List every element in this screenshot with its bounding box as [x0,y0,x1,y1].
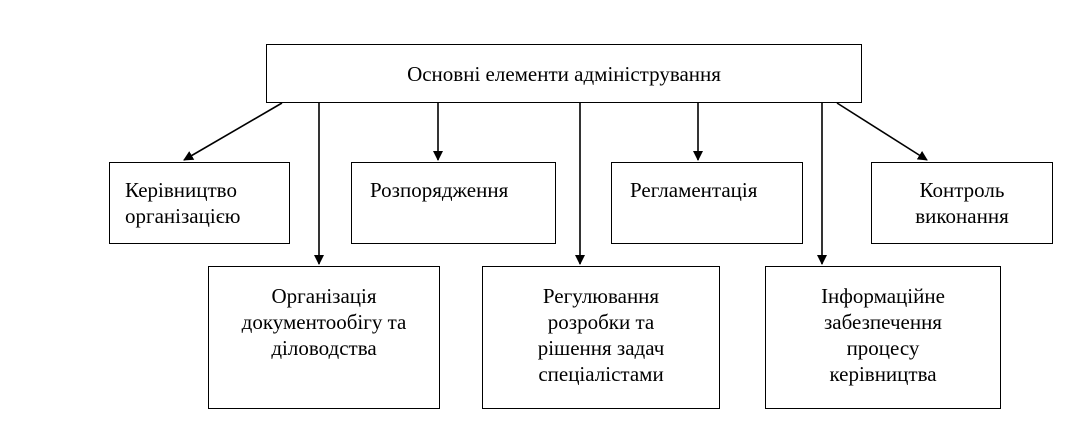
node-tasks-line-4: спеціалістами [538,362,664,386]
node-docflow-line-2: документообігу та [241,310,407,334]
node-control: Контроль виконання [871,162,1053,244]
node-regulation: Регламентація [611,162,803,244]
arrow-to-management [183,102,283,161]
node-orders: Розпорядження [351,162,556,244]
node-control-line-2: виконання [915,204,1009,228]
node-control-line-1: Контроль [919,178,1005,202]
node-info: Інформаційне забезпечення процесу керівн… [765,266,1001,409]
node-management: Керівництво організацією [109,162,290,244]
node-docflow-line-1: Організація [271,284,377,308]
node-tasks: Регулювання розробки та рішення задач сп… [482,266,720,409]
node-management-line-2: організацією [125,204,241,228]
node-info-line-4: керівництва [829,362,937,386]
node-info-line-3: процесу [846,336,920,360]
root-node: Основні елементи адміністрування [266,44,862,103]
node-management-line-1: Керівництво [125,178,237,202]
node-docflow-line-3: діловодства [271,336,377,360]
arrow-to-control [836,102,928,161]
node-tasks-line-3: рішення задач [537,336,665,360]
node-info-line-1: Інформаційне [821,284,945,308]
node-tasks-line-1: Регулювання [542,284,660,308]
node-orders-line-1: Розпорядження [370,178,509,202]
node-tasks-line-2: розробки та [547,310,655,334]
node-info-line-2: забезпечення [824,310,942,334]
node-docflow: Організація документообігу та діловодств… [208,266,440,409]
root-node-label: Основні елементи адміністрування [407,61,721,86]
node-regulation-line-1: Регламентація [630,178,758,202]
